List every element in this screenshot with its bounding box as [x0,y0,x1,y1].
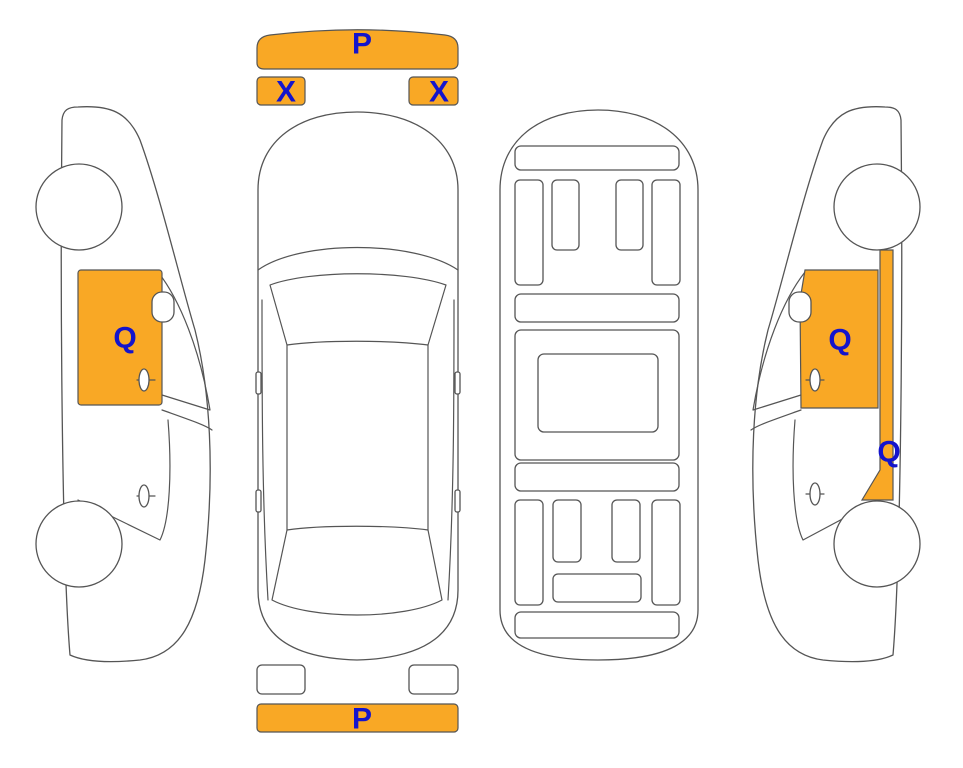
left-side-window-front [157,271,211,411]
top-rear-window [271,529,443,616]
right-side-wheel-front [833,163,921,251]
right-side-door-lower [792,419,879,541]
top-hood-line [257,247,459,271]
left-side-door-lower [77,419,171,541]
rear-left-light [256,664,306,695]
underside-bar-2 [514,462,680,492]
top-right-rear-handle [454,489,461,513]
underside-rear-bench [552,573,642,603]
right-side-handle-lower [805,482,825,506]
underside-rear-panel [514,611,680,639]
right-side-window-rear [750,409,802,431]
top-left-rear-handle [255,489,262,513]
top-view: P X X P [255,28,461,736]
top-right-mirror [454,371,461,395]
underside-front-panel [514,145,680,171]
right-side-view: Q Q [750,106,921,663]
left-side-handle-upper [136,368,156,392]
underside-view [499,109,699,661]
left-side-door-label: Q [113,322,136,355]
top-roof [286,344,429,531]
front-bumper-label: P [352,28,372,61]
underside-rear-right-seat [611,499,641,563]
underside-front-right-well [651,179,681,286]
left-side-window-rear [161,409,213,431]
underside-rear-right-well [651,499,681,606]
rear-bumper-label: P [352,703,372,736]
right-side-pillar-label: Q [877,436,900,469]
rear-right-light [408,664,459,695]
underside-front-right-seat [615,179,644,251]
underside-front-left-well [514,179,544,286]
left-side-mirror [151,291,175,323]
underside-center-box [537,353,659,433]
left-side-handle-lower [136,484,156,508]
front-bumper [256,29,459,70]
top-left-contour [261,299,269,601]
underside-front-left-seat [551,179,580,251]
front-right-light [408,76,459,106]
left-side-wheel-front [35,163,123,251]
right-side-door-label: Q [828,324,851,357]
right-side-wheel-rear [833,500,921,588]
right-side-pillar-panel [860,249,894,501]
underside-rear-left-seat [552,499,582,563]
front-right-light-label: X [429,76,449,109]
top-left-mirror [255,371,262,395]
front-left-light-label: X [276,76,296,109]
top-right-contour [447,299,455,601]
rear-bumper [256,703,459,733]
underside-bar-1 [514,293,680,323]
right-side-handle-upper [805,368,825,392]
left-side-view: Q [35,106,213,663]
front-left-light [256,76,306,106]
underside-rear-left-well [514,499,544,606]
top-body [257,111,459,661]
left-side-wheel-rear [35,500,123,588]
right-side-window-front [752,271,806,411]
right-side-mirror [788,291,812,323]
top-windshield [269,273,447,346]
